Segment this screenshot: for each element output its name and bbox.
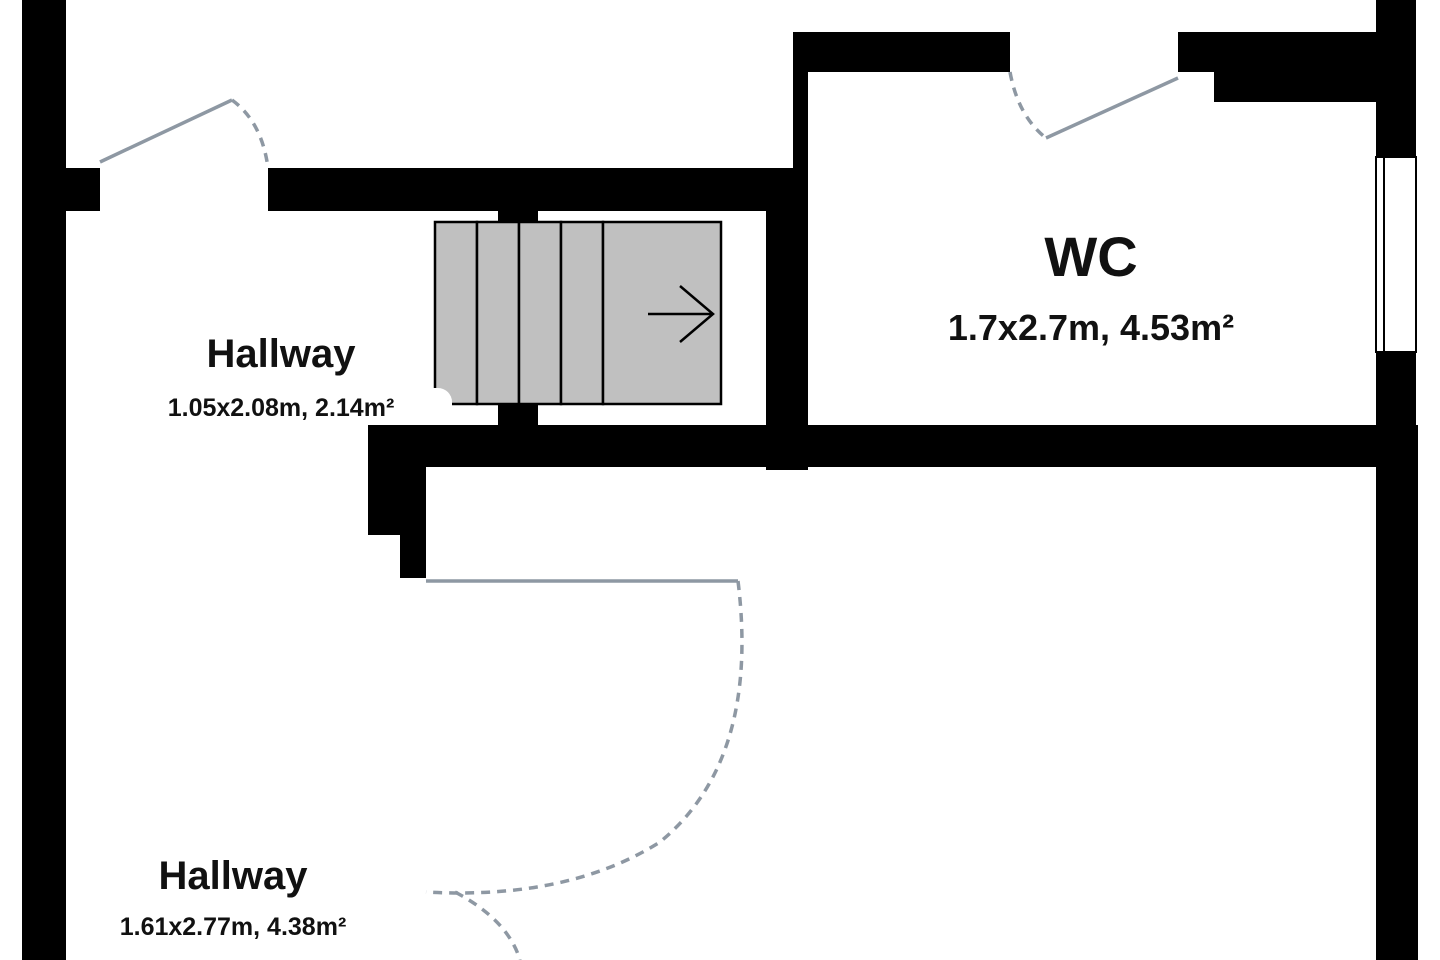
- right-wall-lower: [1376, 352, 1416, 430]
- room-name: Hallway: [159, 854, 309, 898]
- room-label-hallway-lower: Hallway 1.61x2.77m, 4.38m²: [120, 854, 347, 941]
- notch-wall-lower: [400, 520, 426, 578]
- wc-top-wall-left: [793, 32, 1010, 72]
- walls: [22, 0, 1418, 960]
- wc-bottom-wall: [368, 425, 1416, 467]
- wc-window: [1375, 156, 1417, 353]
- upper-left-door: [99, 98, 270, 169]
- hallway-top-wall: [268, 168, 808, 211]
- stair-tread: [433, 220, 479, 406]
- lower-right-wall: [1376, 425, 1418, 960]
- left-outer-wall: [22, 0, 66, 960]
- stair-tread: [475, 220, 521, 406]
- room-dimensions: 1.7x2.7m, 4.53m²: [948, 307, 1234, 348]
- room-dimensions: 1.61x2.77m, 4.38m²: [120, 913, 347, 941]
- stair-tread: [559, 220, 605, 406]
- staircase: [433, 220, 723, 406]
- wc-left-wall-top: [793, 32, 808, 212]
- room-label-hallway-upper: Hallway 1.05x2.08m, 2.14m²: [112, 332, 452, 424]
- lower-hallway-door: [425, 579, 744, 960]
- right-wall-top: [1376, 0, 1416, 157]
- room-name: WC: [1044, 225, 1137, 288]
- notch-wall-upper: [368, 425, 426, 535]
- room-label-wc: WC 1.7x2.7m, 4.53m²: [948, 225, 1234, 348]
- wc-top-right-block: [1214, 60, 1396, 102]
- left-upper-stub-wall: [60, 168, 100, 211]
- wc-door: [1008, 71, 1179, 140]
- room-dimensions: 1.05x2.08m, 2.14m²: [168, 394, 395, 422]
- stair-tread: [517, 220, 563, 406]
- room-name: Hallway: [207, 332, 357, 376]
- stair-direction-arrow-icon: [648, 285, 715, 343]
